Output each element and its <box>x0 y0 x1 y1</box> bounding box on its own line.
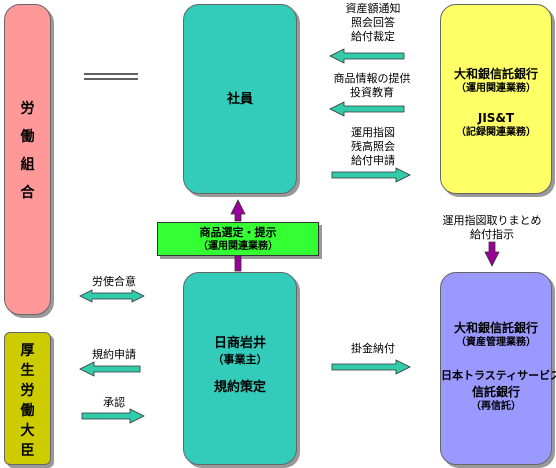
product-selection-line1: 商品選定・提示 <box>199 226 277 239</box>
label-payment: 掛金納付 <box>351 342 395 355</box>
product-selection-line2: （運用関連業務） <box>198 241 278 252</box>
minister-char: 働 <box>20 403 35 419</box>
arrow-down-icon <box>484 241 500 267</box>
trust-bottom-line1: 大和銀信託銀行 <box>453 321 538 335</box>
arrow-up-icon <box>230 199 246 222</box>
union-char: 労 <box>20 101 35 117</box>
union-char: 合 <box>20 185 35 201</box>
employer-rule: 規約策定 <box>213 380 266 395</box>
labor-union-label: 労 働 組 合 <box>5 95 50 207</box>
label-approval: 承認 <box>103 396 125 409</box>
trust-operations-box: 大和銀信託銀行 （運用関連業務） JIS&T （記録関連業務） <box>440 4 552 194</box>
label-line: 投資教育 <box>350 86 394 99</box>
label-instruction: 運用指図 残高照会 給付申請 <box>328 126 418 168</box>
label-line: 運用指図取りまとめ <box>442 214 542 227</box>
employee-title: 社員 <box>226 92 253 107</box>
minister-char: 臣 <box>20 443 35 459</box>
trust-asset-box: 大和銀信託銀行 （資産管理業務） 日本トラスティサービス 信託銀行 （再信託） <box>440 272 556 465</box>
trust-bottom-line3: 日本トラスティサービス <box>441 369 556 382</box>
trust-top-line1: 大和銀信託銀行 <box>453 67 538 81</box>
arrow-left-icon <box>329 101 405 117</box>
label-rule-application: 規約申請 <box>92 348 136 361</box>
union-char: 組 <box>20 157 35 173</box>
label-line: 運用指図 <box>351 126 395 139</box>
arrow-right-icon <box>331 167 411 183</box>
arrow-left-icon <box>329 48 405 64</box>
trust-bottom-line4: 信託銀行 <box>471 385 520 399</box>
minister-char: 厚 <box>20 343 35 359</box>
label-asset-notice: 資産額通知 照会回答 給付裁定 <box>328 2 418 44</box>
trust-top-line3: JIS&T <box>477 111 515 125</box>
product-selection-box: 商品選定・提示 （運用関連業務） <box>157 222 319 256</box>
minister-label: 厚 生 労 働 大 臣 <box>5 341 50 461</box>
label-line: 給付申請 <box>351 154 395 167</box>
label-collect: 運用指図取りまとめ 給付指示 <box>436 214 548 242</box>
label-line: 給付指示 <box>470 228 514 241</box>
trust-bottom-line5: （再信託） <box>471 401 521 412</box>
trust-bottom-line2: （資産管理業務） <box>456 337 536 348</box>
label-labor-agreement: 労使合意 <box>92 275 136 288</box>
trust-top-line4: （記録関連業務） <box>456 127 536 138</box>
label-line: 給付裁定 <box>351 30 395 43</box>
labor-union-box: 労 働 組 合 <box>4 4 51 315</box>
label-line: 照会回答 <box>351 16 395 29</box>
minister-box: 厚 生 労 働 大 臣 <box>4 332 51 465</box>
minister-char: 生 <box>20 363 35 379</box>
label-line: 残高照会 <box>351 140 395 153</box>
label-line: 資産額通知 <box>345 2 401 15</box>
employer-title: 日商岩井 <box>213 336 266 351</box>
arrow-left-icon <box>79 361 141 377</box>
arrow-shaft <box>234 255 242 272</box>
label-product-info: 商品情報の提供 投資教育 <box>320 72 424 100</box>
arrow-double-icon <box>79 289 145 303</box>
minister-char: 労 <box>20 383 35 399</box>
minister-char: 大 <box>20 423 35 439</box>
employee-box: 社員 <box>183 4 297 194</box>
employer-subtitle: （事業主） <box>212 353 268 366</box>
trust-top-line2: （運用関連業務） <box>456 83 536 94</box>
label-line: 商品情報の提供 <box>333 72 411 85</box>
union-char: 働 <box>20 129 35 145</box>
arrow-right-icon <box>331 359 411 375</box>
employer-box: 日商岩井 （事業主） 規約策定 <box>183 272 297 465</box>
arrow-right-icon <box>81 408 145 424</box>
